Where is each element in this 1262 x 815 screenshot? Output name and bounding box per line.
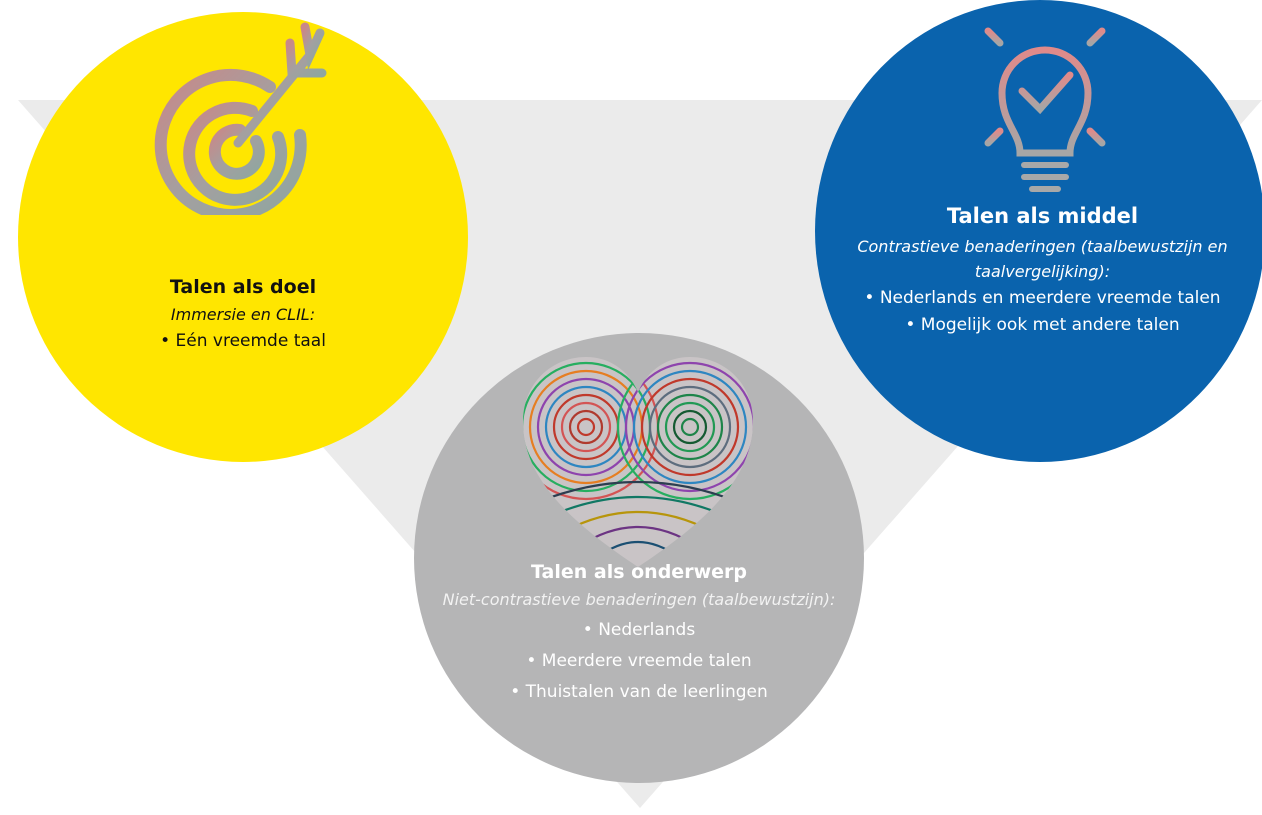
subtitle-talen-als-doel: Immersie en CLIL:	[170, 305, 316, 325]
title-talen-als-onderwerp: Talen als onderwerp	[531, 561, 747, 583]
circle-talen-als-doel	[18, 12, 468, 462]
lightbulb-checkmark-icon	[960, 5, 1130, 192]
bullet-mogelijk-ook: • Mogelijk ook met andere talen	[905, 314, 1180, 335]
bullet-thuistalen: • Thuistalen van de leerlingen	[510, 682, 768, 703]
heart-fingerprint-icon	[523, 357, 753, 567]
subtitle-talen-als-middel-line2: taalvergelijking):	[974, 262, 1111, 282]
bullet-een-vreemde-taal: • Eén vreemde taal	[160, 330, 326, 351]
title-talen-als-middel: Talen als middel	[946, 204, 1139, 228]
circle-talen-als-middel	[815, 0, 1262, 462]
bullet-meerdere-vreemde-talen: • Meerdere vreemde talen	[526, 651, 752, 672]
subtitle-talen-als-middel-line1: Contrastieve benaderingen (taalbewustzij…	[857, 236, 1228, 256]
bullet-nederlands-en-meerdere: • Nederlands en meerdere vreemde talen	[864, 287, 1221, 308]
target-with-arrow-icon	[154, 22, 327, 215]
bullet-nederlands: • Nederlands	[582, 619, 696, 640]
subtitle-talen-als-onderwerp: Niet-contrastieve benaderingen (taalbewu…	[442, 590, 836, 610]
title-talen-als-doel: Talen als doel	[169, 276, 317, 298]
